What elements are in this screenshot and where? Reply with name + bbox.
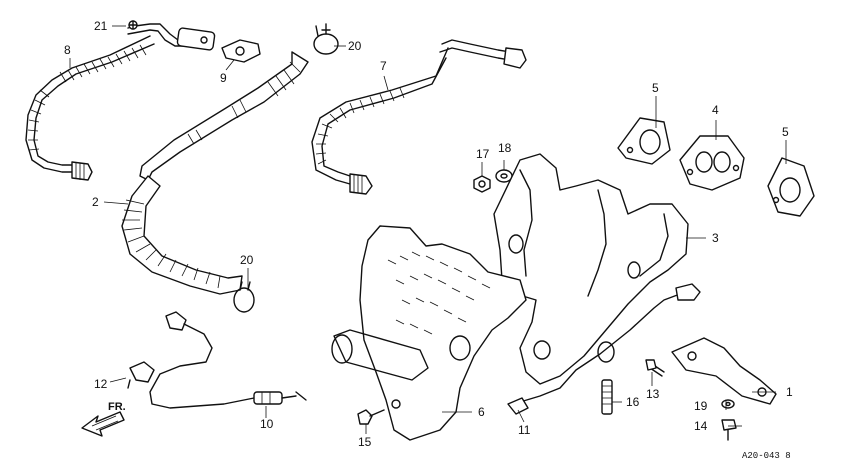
gasket-part-9 — [221, 39, 261, 63]
callout-13: 13 — [646, 387, 660, 401]
callout-5-left: 5 — [652, 81, 659, 95]
washer-part-19 — [721, 399, 735, 409]
hot-air-duct-part-2 — [121, 51, 309, 295]
front-direction-label: FR. — [108, 401, 126, 413]
callout-1: 1 — [786, 385, 793, 399]
callout-numbers: 1 2 3 4 5 5 6 7 8 9 10 11 12 13 14 15 16… — [64, 19, 793, 449]
nut-part-17 — [473, 175, 491, 193]
callout-19: 19 — [694, 399, 708, 413]
callout-14: 14 — [694, 419, 708, 433]
callout-17: 17 — [476, 147, 490, 161]
exhaust-manifold-part-3 — [493, 153, 689, 385]
callout-11: 11 — [518, 423, 531, 437]
oxygen-sensor-part-10 — [149, 311, 307, 409]
callout-4: 4 — [712, 103, 719, 117]
callout-5-right: 5 — [782, 125, 789, 139]
callout-20-top: 20 — [348, 39, 362, 53]
callout-8: 8 — [64, 43, 71, 57]
bolt-part-21 — [128, 20, 138, 30]
callout-15: 15 — [358, 435, 372, 449]
bracket-part-1 — [671, 337, 777, 405]
callout-20-middle: 20 — [240, 253, 254, 267]
drawing-code: A20-043 8 — [742, 451, 791, 461]
clamp-part-20-middle — [233, 281, 255, 313]
gasket-part-5-left — [617, 117, 671, 165]
front-direction-arrow: FR. — [81, 401, 126, 437]
callout-18: 18 — [498, 141, 512, 155]
connector-holder-part-12 — [127, 361, 155, 389]
callout-12: 12 — [94, 377, 108, 391]
callout-leader-lines — [69, 25, 787, 434]
callout-16: 16 — [626, 395, 640, 409]
gasket-part-5-right — [767, 157, 815, 217]
callout-2: 2 — [92, 195, 99, 209]
callout-6: 6 — [478, 405, 485, 419]
egr-pipe-part-8 — [25, 23, 216, 181]
callout-10: 10 — [260, 417, 274, 431]
callout-7: 7 — [380, 59, 387, 73]
callout-9: 9 — [220, 71, 227, 85]
bolt-part-15 — [357, 409, 385, 425]
manifold-cover-part-6 — [331, 225, 527, 441]
stud-part-13 — [645, 359, 665, 377]
egr-pipe-part-7 — [311, 39, 527, 195]
oxygen-sensor-part-11 — [507, 283, 701, 415]
callout-3: 3 — [712, 231, 719, 245]
bolt-part-14 — [721, 419, 737, 441]
gasket-part-4 — [679, 135, 745, 191]
callout-21: 21 — [94, 19, 108, 33]
stud-part-16 — [601, 379, 613, 415]
clamp-part-20-top — [313, 23, 339, 55]
